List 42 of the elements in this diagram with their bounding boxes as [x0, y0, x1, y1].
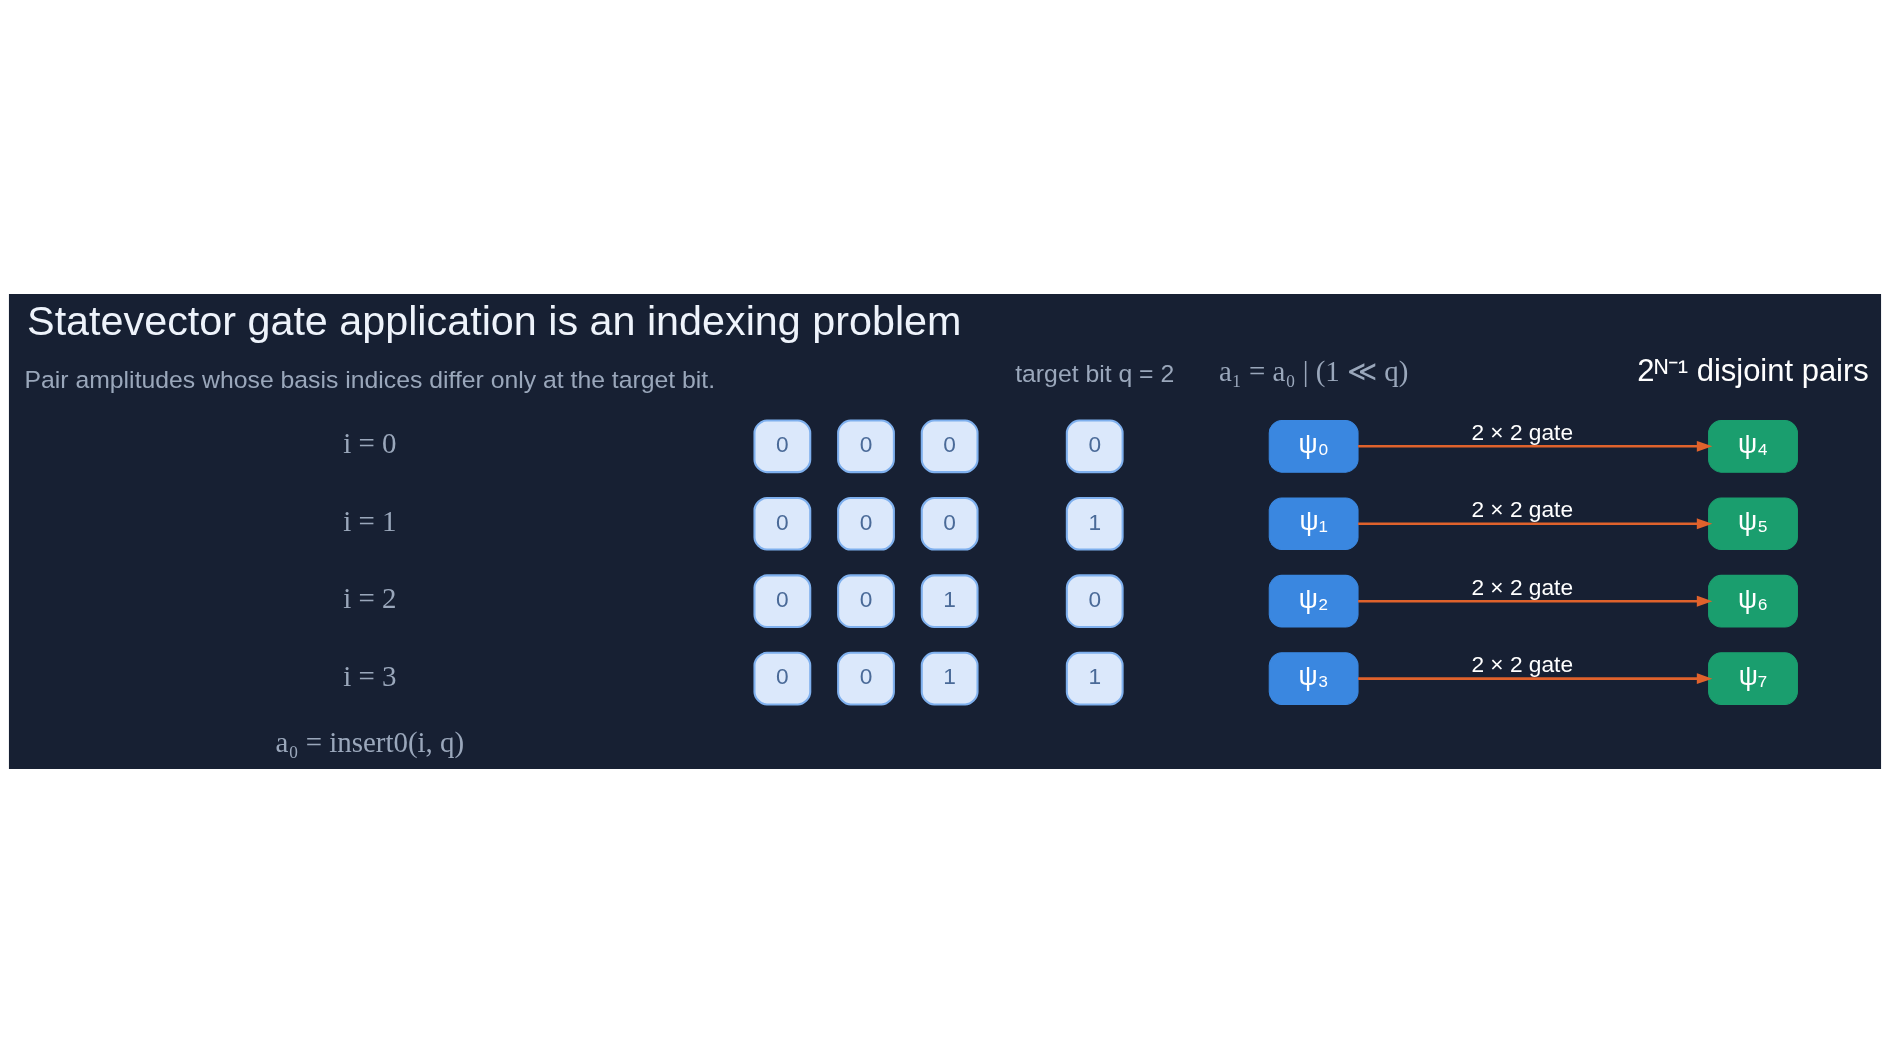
node-box: 0	[837, 651, 895, 706]
node-box: 0	[1065, 574, 1124, 629]
label: i = 3	[343, 659, 397, 692]
node-box: 0	[837, 496, 895, 551]
node-box: 0	[753, 574, 812, 629]
edge-label: 2 × 2 gate	[1471, 651, 1574, 678]
node-box: 0	[753, 496, 812, 551]
node-box: ψ₁	[1268, 497, 1359, 551]
edge-label: 2 × 2 gate	[1471, 573, 1574, 600]
label: i = 2	[343, 582, 397, 615]
edge-label: 2 × 2 gate	[1471, 496, 1574, 523]
node-box: 0	[1065, 419, 1124, 474]
node-box: 1	[920, 574, 979, 629]
arrow	[1358, 595, 1713, 607]
label: Pair amplitudes whose basis indices differ only at the target bit.	[24, 365, 716, 393]
diagram-title: Statevector gate application is an indexing problem	[27, 298, 962, 345]
node-box: ψ₆	[1708, 574, 1798, 628]
node-box: ψ₄	[1708, 419, 1798, 473]
label: i = 0	[343, 427, 397, 460]
node-box: ψ₀	[1268, 419, 1359, 473]
label: a₁ = a₀ | (1 ≪ q)	[1218, 355, 1409, 388]
label: i = 1	[343, 504, 397, 537]
node-box: 1	[1065, 651, 1124, 706]
node-box: ψ₃	[1268, 652, 1359, 705]
node-box: 0	[753, 419, 812, 474]
node-box: 1	[1065, 496, 1124, 551]
node-box: ψ₂	[1268, 574, 1359, 628]
arrow	[1358, 440, 1713, 452]
label: a₀ = insert0(i, q)	[275, 725, 465, 758]
node-box: ψ₇	[1708, 652, 1798, 705]
node-box: 0	[920, 496, 979, 551]
arrow	[1358, 673, 1713, 685]
node-box: 0	[837, 574, 895, 629]
arrow	[1358, 518, 1713, 530]
node-box: ψ₅	[1708, 497, 1798, 551]
label: 2ᴺ⁻¹ disjoint pairs	[1637, 352, 1869, 388]
label: target bit q = 2	[1015, 360, 1175, 388]
node-box: 0	[753, 651, 812, 706]
node-box: 1	[920, 651, 979, 706]
edge-label: 2 × 2 gate	[1471, 418, 1574, 445]
node-box: 0	[920, 419, 979, 474]
node-box: 0	[837, 419, 895, 474]
